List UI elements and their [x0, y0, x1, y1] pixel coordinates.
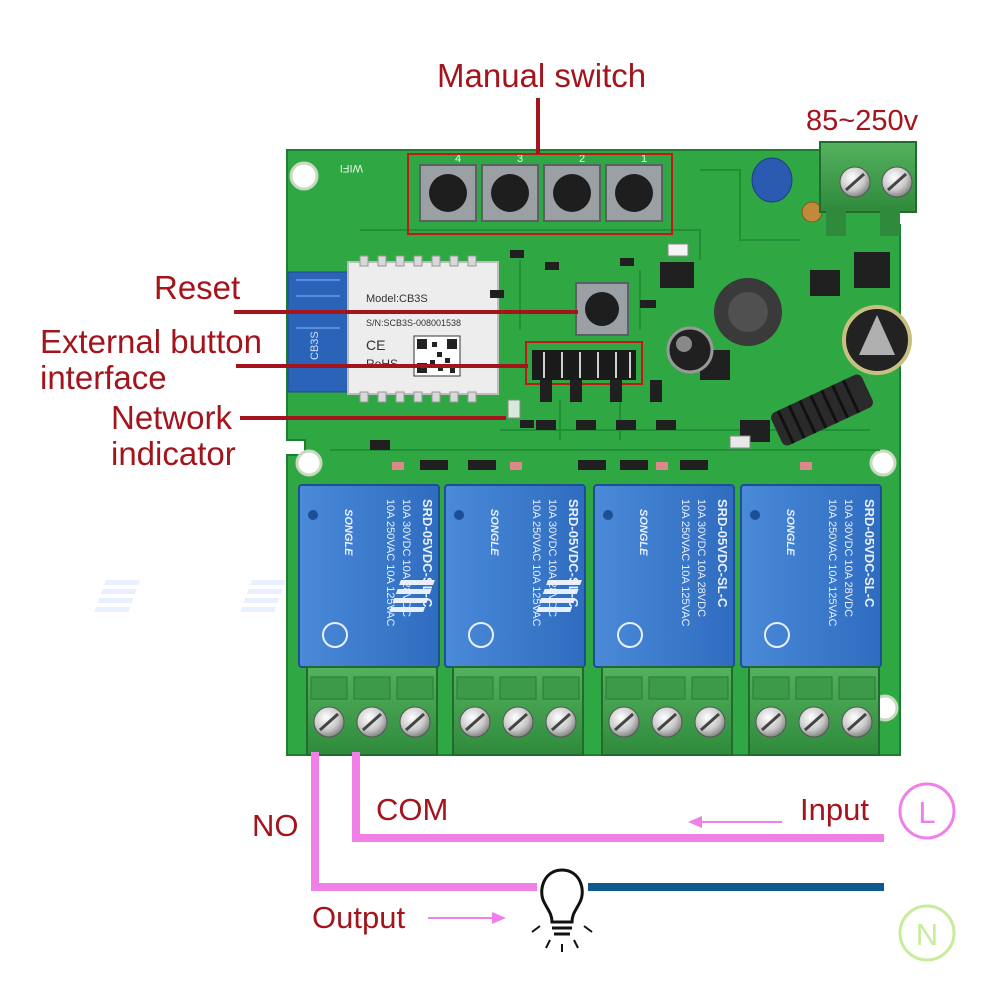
no-wire [311, 752, 537, 891]
relay-terminal-block-2 [452, 666, 584, 756]
manual-button-3[interactable] [481, 164, 539, 222]
manual-button-2[interactable] [543, 164, 601, 222]
relay-brand-text: SONGLE [488, 509, 500, 556]
power-terminal-block [819, 141, 917, 236]
manual-button-1[interactable] [605, 164, 663, 222]
network-indicator-led [507, 399, 521, 419]
output-label: Output [312, 900, 406, 935]
voltage-label: 85~250v [806, 105, 919, 137]
external-button-highlight [525, 341, 643, 385]
relay-brand-text: SONGLE [784, 509, 796, 556]
wiring: L N [311, 752, 956, 962]
relay-model-text: SRD-05VDC-SL-C [862, 499, 877, 608]
external-button-label-2: interface [40, 359, 167, 396]
relay-rating-text: 10A 250VAC 10A 125VAC [679, 499, 691, 626]
line-terminal-icon [898, 782, 956, 840]
relay-terminal-block-4 [748, 666, 880, 756]
light-bulb-icon [531, 868, 593, 952]
cqc-mark-icon [764, 622, 790, 648]
capacitor-blue [751, 157, 793, 203]
relay-3: SRD-05VDC-SL-C 10A 30VDC 10A 28VDC 10A 250… [389, 484, 735, 668]
com-label: COM [376, 792, 449, 827]
mounting-hole [295, 449, 323, 477]
relay-terminals [306, 666, 880, 756]
relay-brand-text: SONGLE [342, 509, 354, 556]
status-leds [392, 462, 812, 470]
reset-label: Reset [154, 269, 241, 306]
wifi-module: CB3S Model:CB3S S/N:SCB3S-008001538 CE R… [287, 255, 499, 403]
module-ce-mark: CE [366, 337, 385, 353]
arrow-icon [688, 816, 782, 828]
external-button-header [525, 341, 643, 385]
button-number-2: 2 [579, 153, 585, 165]
mounting-hole [289, 161, 319, 191]
relay-rating-text: 10A 30VDC 10A 28VDC [400, 499, 412, 617]
relay-rating-text: 10A 30VDC 10A 28VDC [695, 499, 707, 617]
songle-logo-icon [389, 580, 435, 612]
arrow-icon [428, 912, 506, 924]
module-antenna [287, 271, 349, 393]
relay-brand-text: SONGLE [637, 509, 649, 556]
module-serial: S/N:SCB3S-008001538 [366, 318, 461, 328]
relay-4: SRD-05VDC-SL-C 10A 30VDC 10A 28VDC 10A 250… [536, 484, 882, 668]
songle-logo-icon [240, 580, 286, 612]
songle-logo-icon [94, 580, 140, 612]
button-number-1: 1 [641, 153, 647, 165]
module-side-label: CB3S [309, 331, 321, 360]
relays: SRD-05VDC-SL-C 10A 30VDC 10A 28VDC 10A 250… [94, 484, 882, 668]
wifi-silk-label: WIFI [340, 162, 363, 174]
cqc-mark-icon [468, 622, 494, 648]
network-indicator-label-2: indicator [111, 435, 236, 472]
capacitor-small [666, 326, 714, 374]
qr-code-icon [413, 335, 461, 377]
manual-button-4[interactable] [419, 164, 477, 222]
relay-terminal-block-3 [601, 666, 733, 756]
network-indicator-label: Network [111, 399, 233, 436]
power-components [666, 157, 912, 446]
manual-switch-label: Manual switch [437, 57, 647, 94]
button-number-4: 4 [455, 153, 461, 165]
relay-rating-text: 10A 30VDC 10A 28VDC [842, 499, 854, 617]
relay-rating-text: 10A 250VAC 10A 125VAC [826, 499, 838, 626]
annotation-lines [234, 98, 578, 420]
module-model: Model:CB3S [366, 293, 428, 305]
reset-button[interactable] [575, 282, 629, 336]
relay-rating-text: 10A 250VAC 10A 125VAC [530, 499, 542, 626]
cqc-mark-icon [322, 622, 348, 648]
com-wire [352, 752, 884, 842]
relay-terminal-block-1 [306, 666, 438, 756]
songle-logo-icon [536, 580, 582, 612]
mounting-hole [869, 449, 897, 477]
cqc-mark-icon [617, 622, 643, 648]
rf-coil [771, 374, 873, 446]
line-terminal-label: L [918, 795, 935, 830]
input-label: Input [800, 792, 869, 827]
relay-model-text: SRD-05VDC-SL-C [715, 499, 730, 608]
button-number-3: 3 [517, 153, 523, 165]
neutral-terminal-icon [898, 904, 956, 962]
neutral-terminal-label: N [916, 917, 938, 952]
no-label: NO [252, 808, 299, 843]
relay-rating-text: 10A 30VDC 10A 28VDC [546, 499, 558, 617]
external-button-label: External button [40, 323, 262, 360]
relay-rating-text: 10A 250VAC 10A 125VAC [384, 499, 396, 626]
